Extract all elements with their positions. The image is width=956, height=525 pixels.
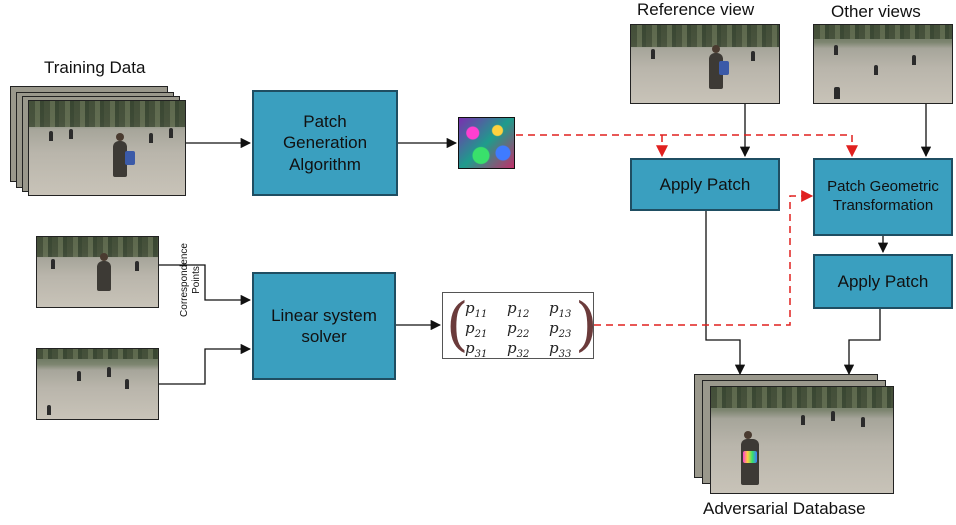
matrix-cell: p31 (465, 339, 507, 360)
matrix-cell-index: 33 (558, 349, 572, 360)
linear-solver-box: Linear system solver (252, 272, 396, 380)
matrix-cell: p23 (549, 319, 589, 340)
correspondence-image-2 (36, 348, 159, 420)
adversarial-database-stack (694, 374, 894, 494)
matrix-cell-symbol: p (549, 339, 559, 357)
matrix-cell: p22 (507, 319, 549, 340)
matrix-cell-index: 31 (474, 349, 488, 360)
matrix-cell: p33 (549, 339, 589, 360)
dashed-patch-to-geometric (516, 134, 858, 158)
matrix-cell-symbol: p (549, 299, 559, 317)
matrix-cell-symbol: p (549, 319, 559, 337)
other-views-label: Other views (831, 2, 921, 21)
apply-patch-top-label: Apply Patch (659, 174, 751, 194)
adversarial-patch-image (458, 117, 515, 169)
arrow-apply-to-database (705, 211, 746, 376)
matrix-cell-index: 21 (474, 329, 488, 340)
matrix-cell: p12 (507, 299, 549, 320)
matrix-right-paren: ) (575, 290, 598, 358)
reference-view-image (630, 24, 780, 104)
correspondence-points-label: Correspondence Points (179, 243, 202, 317)
matrix-cell-index: 12 (516, 309, 530, 320)
apply-patch-bottom-box: Apply Patch (813, 254, 953, 309)
matrix-cell-symbol: p (465, 319, 475, 337)
matrix-cell-index: 11 (474, 309, 488, 320)
matrix-cell-index: 32 (516, 349, 530, 360)
matrix-cell-index: 22 (516, 329, 530, 340)
reference-view-label: Reference view (637, 0, 755, 19)
other-views-image (813, 24, 953, 104)
arrow-img2-to-solver (159, 343, 252, 385)
patch-generation-box: Patch Generation Algorithm (252, 90, 398, 196)
linear-solver-label: Linear system solver (271, 305, 377, 346)
matrix-cell-symbol: p (507, 319, 517, 337)
matrix-cell-symbol: p (507, 339, 517, 357)
matrix-left-paren: ( (446, 290, 469, 358)
adversarial-database-label: Adversarial Database (703, 499, 866, 518)
matrix-cell-index: 23 (558, 329, 572, 340)
matrix-cell: p32 (507, 339, 549, 360)
apply-patch-top-box: Apply Patch (630, 158, 780, 211)
apply-patch-bottom-label: Apply Patch (837, 271, 929, 291)
dashed-matrix-to-geometric (594, 190, 814, 326)
training-data-stack (10, 86, 186, 198)
matrix-cell-symbol: p (465, 339, 475, 357)
matrix-cell-symbol: p (507, 299, 517, 317)
arrow-img1-to-solver (159, 264, 252, 306)
correspondence-image-1 (36, 236, 159, 308)
patch-geometric-label: Patch Geometric Transformation (827, 178, 939, 214)
matrix-cell-index: 13 (558, 309, 572, 320)
patch-geometric-box: Patch Geometric Transformation (813, 158, 953, 236)
adversarial-image (710, 386, 894, 494)
arrow-apply2-to-database (843, 309, 881, 376)
matrix-cell: p11 (465, 299, 507, 320)
matrix-cell: p13 (549, 299, 589, 320)
training-image (28, 100, 186, 196)
matrix-cell-symbol: p (465, 299, 475, 317)
matrix-cell: p21 (465, 319, 507, 340)
patch-generation-label: Patch Generation Algorithm (282, 112, 368, 174)
training-data-label: Training Data (44, 58, 146, 77)
